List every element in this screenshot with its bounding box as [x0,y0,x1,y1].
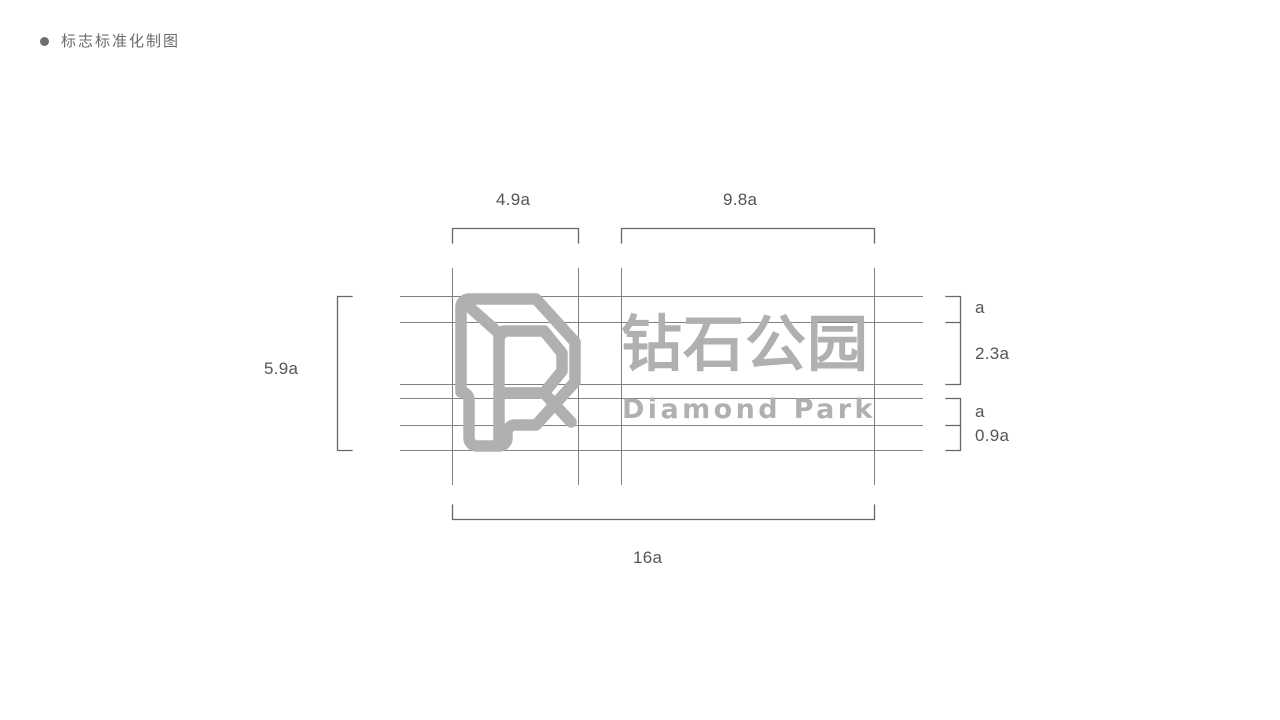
bracket-right-upper [945,295,962,386]
dimension-label-right-1: a [975,298,985,317]
dimension-label-right-4: 0.9a [975,426,1010,445]
bracket-right-lower [945,397,962,452]
dimension-label-top-right: 9.8a [723,190,758,209]
dimension-label-bottom: 16a [633,548,663,567]
construction-grid [400,268,923,485]
dimension-label-right-3: a [975,402,985,421]
page-header: 标志标准化制图 [40,34,180,49]
dimension-label-right-2: 2.3a [975,344,1010,363]
bracket-top-left [451,227,580,244]
bullet-dot-icon [40,37,49,46]
bracket-bottom [451,504,876,521]
dimension-label-left: 5.9a [264,359,299,378]
dimension-label-top-left: 4.9a [496,190,531,209]
dimension-brackets [336,227,962,521]
bracket-left [336,295,353,452]
bracket-top-right [620,227,876,244]
page-title: 标志标准化制图 [61,33,181,50]
